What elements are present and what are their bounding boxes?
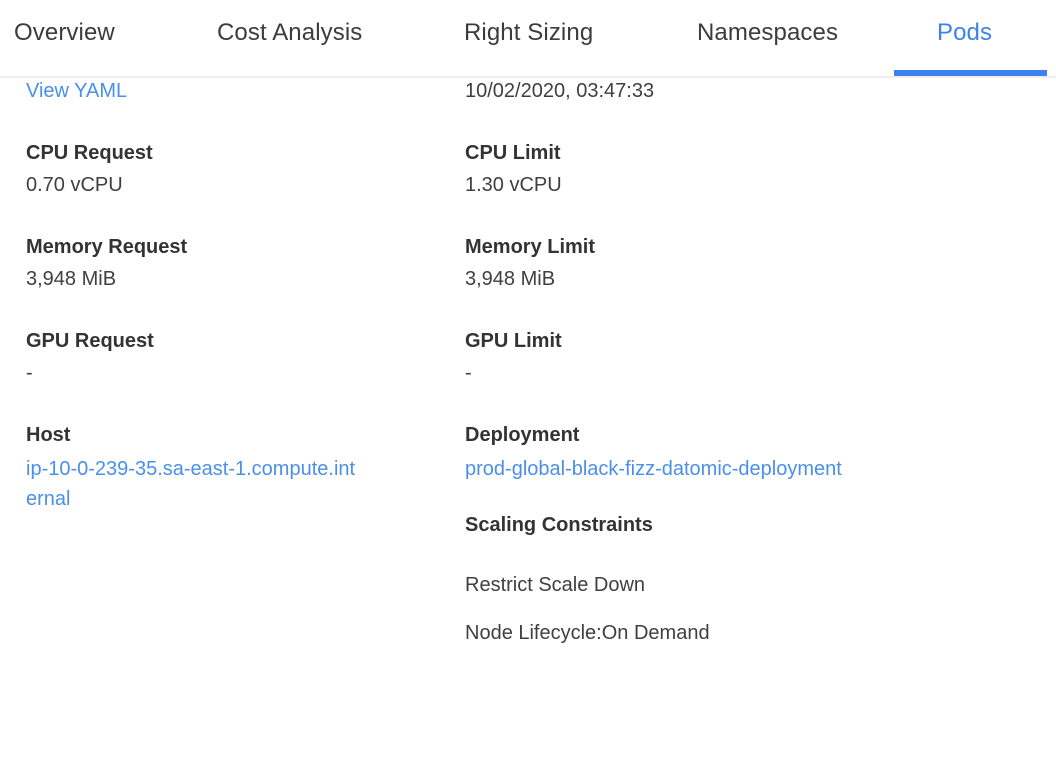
field-label: CPU Request (26, 142, 153, 164)
field-cpu-limit: CPU Limit 1.30 vCPU (465, 140, 885, 198)
field-label: Memory Request (26, 236, 188, 258)
view-yaml-row: View YAML (26, 78, 446, 104)
spacer (26, 292, 446, 328)
active-tab-indicator (894, 70, 1047, 76)
field-label: GPU Limit (465, 330, 562, 352)
field-deployment: Deployment prod-global-black-fizz-datomi… (465, 422, 885, 484)
pod-timestamp: 10/02/2020, 03:47:33 (465, 80, 655, 102)
deployment-link[interactable]: prod-global-black-fizz-datomic-deploymen… (465, 458, 842, 480)
field-value: 1.30 vCPU (465, 174, 562, 196)
host-link[interactable]: ip-10-0-239-35.sa-east-1.compute.interna… (26, 458, 356, 510)
field-value: 0.70 vCPU (26, 174, 123, 196)
spacer (465, 198, 885, 234)
tab-bar: Overview Cost Analysis Right Sizing Name… (0, 0, 1056, 78)
spacer (465, 292, 885, 328)
field-label: GPU Request (26, 330, 154, 352)
spacer (26, 198, 446, 234)
spacer (465, 544, 885, 572)
field-value: - (465, 362, 472, 384)
field-cpu-request: CPU Request 0.70 vCPU (26, 140, 446, 198)
field-value: 3,948 MiB (26, 268, 117, 290)
tab-cost-analysis[interactable]: Cost Analysis (217, 19, 363, 46)
field-label: Deployment (465, 424, 580, 446)
field-value: - (26, 362, 33, 384)
details-right-column: 10/02/2020, 03:47:33 CPU Limit 1.30 vCPU… (465, 78, 885, 668)
view-yaml-link[interactable]: View YAML (26, 80, 128, 102)
scaling-constraint-item: Restrict Scale Down (465, 574, 646, 596)
details-left-column: View YAML CPU Request 0.70 vCPU Memory R… (26, 78, 446, 514)
spacer (465, 104, 885, 140)
tab-namespaces[interactable]: Namespaces (697, 19, 839, 46)
tab-overview[interactable]: Overview (14, 19, 115, 46)
field-gpu-limit: GPU Limit - (465, 328, 885, 386)
field-value: 3,948 MiB (465, 268, 556, 290)
spacer (465, 386, 885, 422)
tab-pods[interactable]: Pods (937, 19, 993, 46)
field-gpu-request: GPU Request - (26, 328, 446, 386)
field-label: Host (26, 424, 71, 446)
scaling-constraint-item: Node Lifecycle:On Demand (465, 622, 710, 644)
timestamp-row: 10/02/2020, 03:47:33 (465, 78, 885, 104)
spacer (465, 484, 885, 512)
tab-right-sizing[interactable]: Right Sizing (464, 19, 594, 46)
pod-details-panel: View YAML CPU Request 0.70 vCPU Memory R… (0, 78, 1056, 758)
spacer (26, 104, 446, 140)
scaling-constraints-heading: Scaling Constraints (465, 514, 653, 536)
field-label: CPU Limit (465, 142, 561, 164)
field-memory-request: Memory Request 3,948 MiB (26, 234, 446, 292)
field-memory-limit: Memory Limit 3,948 MiB (465, 234, 885, 292)
field-label: Memory Limit (465, 236, 596, 258)
field-host: Host ip-10-0-239-35.sa-east-1.compute.in… (26, 422, 446, 514)
scaling-constraints-section: Scaling Constraints Restrict Scale Down … (465, 512, 885, 646)
spacer (26, 386, 446, 422)
